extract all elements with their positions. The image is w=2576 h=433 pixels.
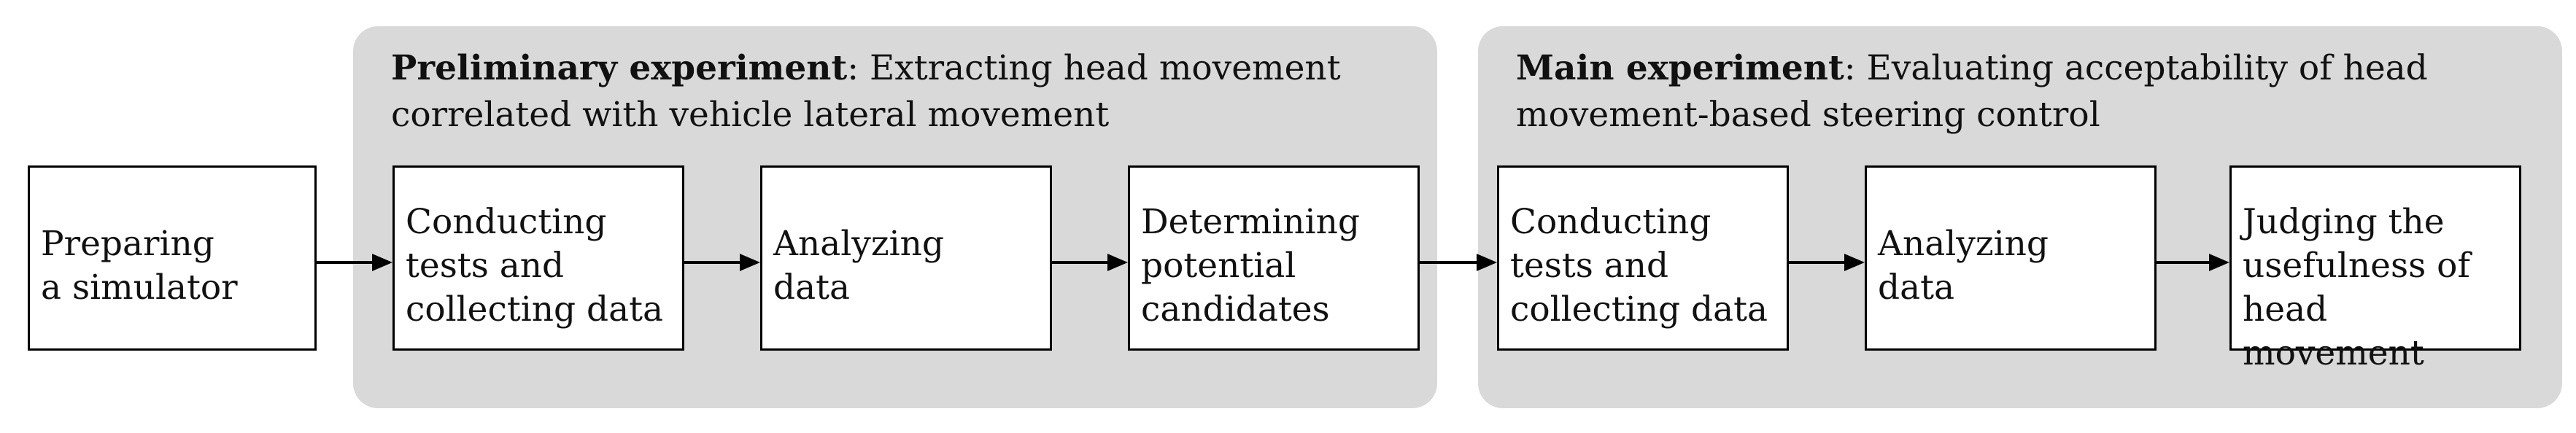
pre-conducting-tests-box: Conducting tests and collecting data <box>392 165 684 351</box>
preliminary-experiment-title: Preliminary experiment: Extracting head … <box>391 45 1412 139</box>
preparing-simulator-box: Preparing a simulator <box>28 165 317 351</box>
main-experiment-title: Main experiment: Evaluating acceptabilit… <box>1516 45 2537 139</box>
main-title-rest: : Evaluating acceptability of head movem… <box>1516 48 2428 135</box>
main-judging-usefulness-box: Judging the usefulness of head movement <box>2229 165 2521 373</box>
pre-analyzing-data-box: Analyzing data <box>760 165 1052 351</box>
preliminary-title-rest: : Extracting head movement correlated wi… <box>391 48 1341 135</box>
main-analyzing-data-box: Analyzing data <box>1865 165 2157 351</box>
preliminary-title-bold: Preliminary experiment <box>391 48 848 88</box>
main-conducting-tests-box: Conducting tests and collecting data <box>1497 165 1789 351</box>
pre-determining-candidates-box: Determining potential candidates <box>1128 165 1420 351</box>
main-title-bold: Main experiment <box>1516 48 1844 88</box>
